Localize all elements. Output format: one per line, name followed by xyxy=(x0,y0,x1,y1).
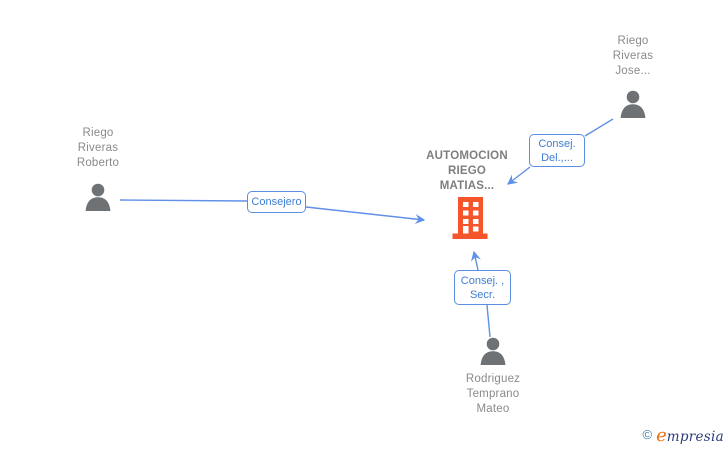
brand-letter: e xyxy=(656,425,667,446)
edge-label-to-company xyxy=(305,206,426,225)
person-icon xyxy=(83,183,113,211)
edge-label-to-company-3 xyxy=(470,250,481,271)
empresia-logo[interactable]: ©empresia xyxy=(642,425,724,446)
company-name: AUTOMOCION RIEGO MATIAS... xyxy=(426,150,508,192)
edge-jose-to-label xyxy=(584,118,614,137)
person-name: Riego Riveras Roberto xyxy=(76,127,120,169)
edge-label-to-company-2 xyxy=(507,166,531,185)
edge-roberto-to-label xyxy=(119,199,248,202)
person-name: Rodriguez Temprano Mateo xyxy=(465,373,521,415)
relation-label-consej-del[interactable]: Consej. Del.,... xyxy=(529,134,585,167)
copyright-icon: © xyxy=(642,427,653,442)
person-name: Riego Riveras Jose... xyxy=(612,35,654,77)
edge-mateo-to-label xyxy=(486,304,491,338)
brand-text: mpresia xyxy=(666,429,724,445)
person-icon xyxy=(478,337,508,365)
relation-label-consej-secr[interactable]: Consej. , Secr. xyxy=(454,270,511,305)
person-icon xyxy=(618,90,648,118)
relation-label-consejero[interactable]: Consejero xyxy=(247,191,306,213)
building-icon xyxy=(450,196,490,241)
